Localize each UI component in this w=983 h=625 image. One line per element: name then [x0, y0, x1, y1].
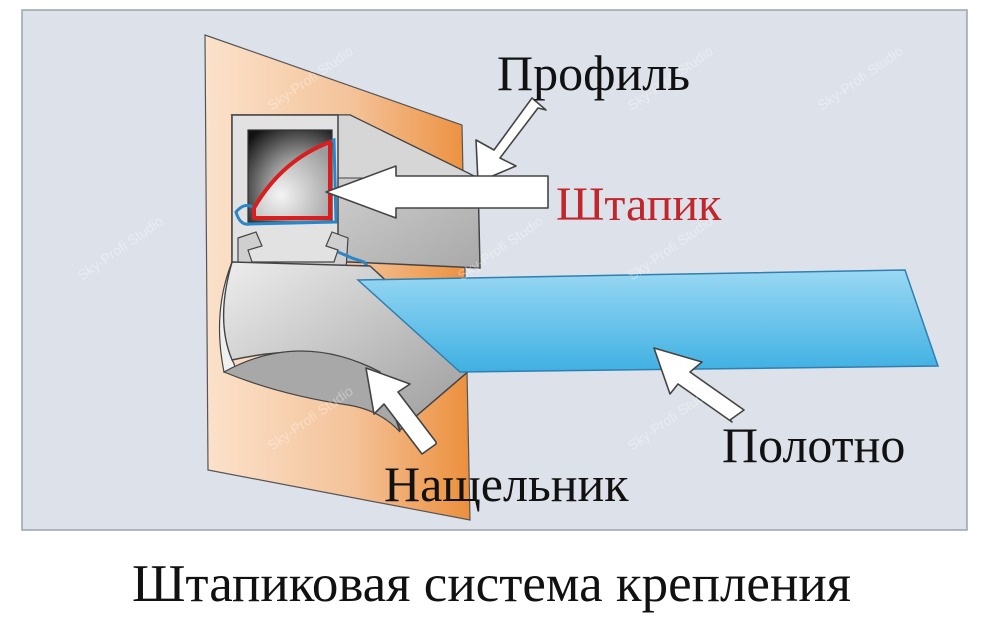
label-profile: Профиль [497, 45, 691, 101]
label-polotno: Полотно [722, 417, 906, 473]
shtapik-piece [252, 140, 332, 220]
arrow-polotno [653, 347, 745, 423]
canvas-polotno [356, 269, 940, 373]
mounting-diagram [21, 9, 968, 531]
diagram-caption: Штапиковая система крепления [131, 555, 852, 613]
naschelnik-face [222, 350, 401, 433]
arrow-shtapik [325, 165, 549, 219]
label-naschelnik: Нащельник [384, 456, 629, 512]
arrow-naschelnik [365, 367, 437, 455]
diagram-panel [21, 9, 968, 531]
label-shtapik: Штапик [556, 178, 722, 231]
